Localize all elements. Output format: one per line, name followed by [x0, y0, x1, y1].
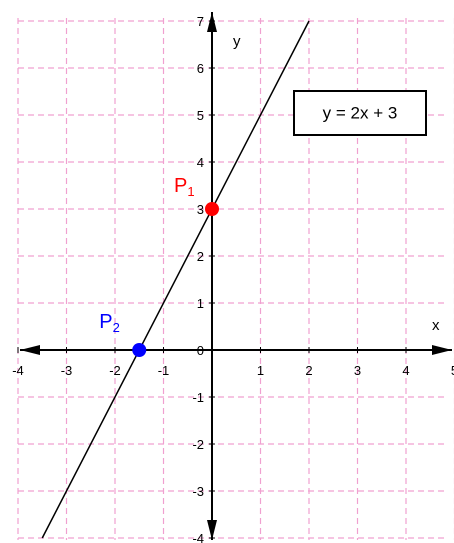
series-lines [41, 20, 310, 539]
y-tick-label: 7 [197, 14, 204, 29]
x-tick-label: -2 [109, 363, 121, 378]
x-tick-label: 2 [305, 363, 312, 378]
point-marker [132, 343, 147, 357]
y-tick-label: 4 [197, 155, 204, 170]
y-axis-label: y [233, 33, 241, 50]
equation-box-frame [293, 90, 427, 136]
y-tick-label: -4 [192, 531, 204, 543]
y-tick-label: 5 [197, 108, 204, 123]
x-tick-label: 4 [402, 363, 409, 378]
grid [17, 18, 454, 540]
y-tick-label: 1 [197, 296, 204, 311]
x-tick-label: -3 [61, 363, 73, 378]
x-tick-label: 3 [354, 363, 361, 378]
y-tick-label: -3 [192, 484, 204, 499]
y-axis-arrow-top [207, 12, 217, 32]
y-tick-label: 0 [197, 343, 204, 358]
point-label-main: P [174, 175, 187, 197]
y-tick-label: -2 [192, 437, 204, 452]
x-axis-arrow-left [20, 345, 40, 355]
y-tick-label: 6 [197, 61, 204, 76]
point-label-subscript: 1 [187, 184, 194, 199]
point-label-main: P [99, 311, 112, 333]
equation-text: y = 2x + 3 [323, 103, 398, 122]
point-marker [205, 202, 219, 216]
equation-box: y = 2x + 3 [293, 90, 427, 136]
x-tick-label: -4 [12, 363, 24, 378]
y-tick-label: 2 [197, 249, 204, 264]
x-tick-label: -1 [158, 363, 170, 378]
y-axis-arrow-bottom [207, 520, 217, 540]
series-line [41, 20, 310, 539]
point-label: P2 [99, 311, 120, 335]
x-axis-label: x [432, 317, 440, 334]
point-label: P1 [174, 175, 195, 199]
axes: xy [20, 12, 452, 540]
y-tick-label: -1 [192, 390, 204, 405]
x-tick-label: 1 [257, 363, 264, 378]
y-tick-label: 3 [197, 202, 204, 217]
point-label-subscript: 2 [113, 320, 120, 335]
x-axis-arrow-right [432, 345, 452, 355]
tick-labels: -4 -3 -2 -1 1 2 3 4 5 -4 -3 -2 -1 0 1 2 3 4 5 6 7 [12, 14, 454, 543]
x-tick-label: 5 [451, 363, 454, 378]
